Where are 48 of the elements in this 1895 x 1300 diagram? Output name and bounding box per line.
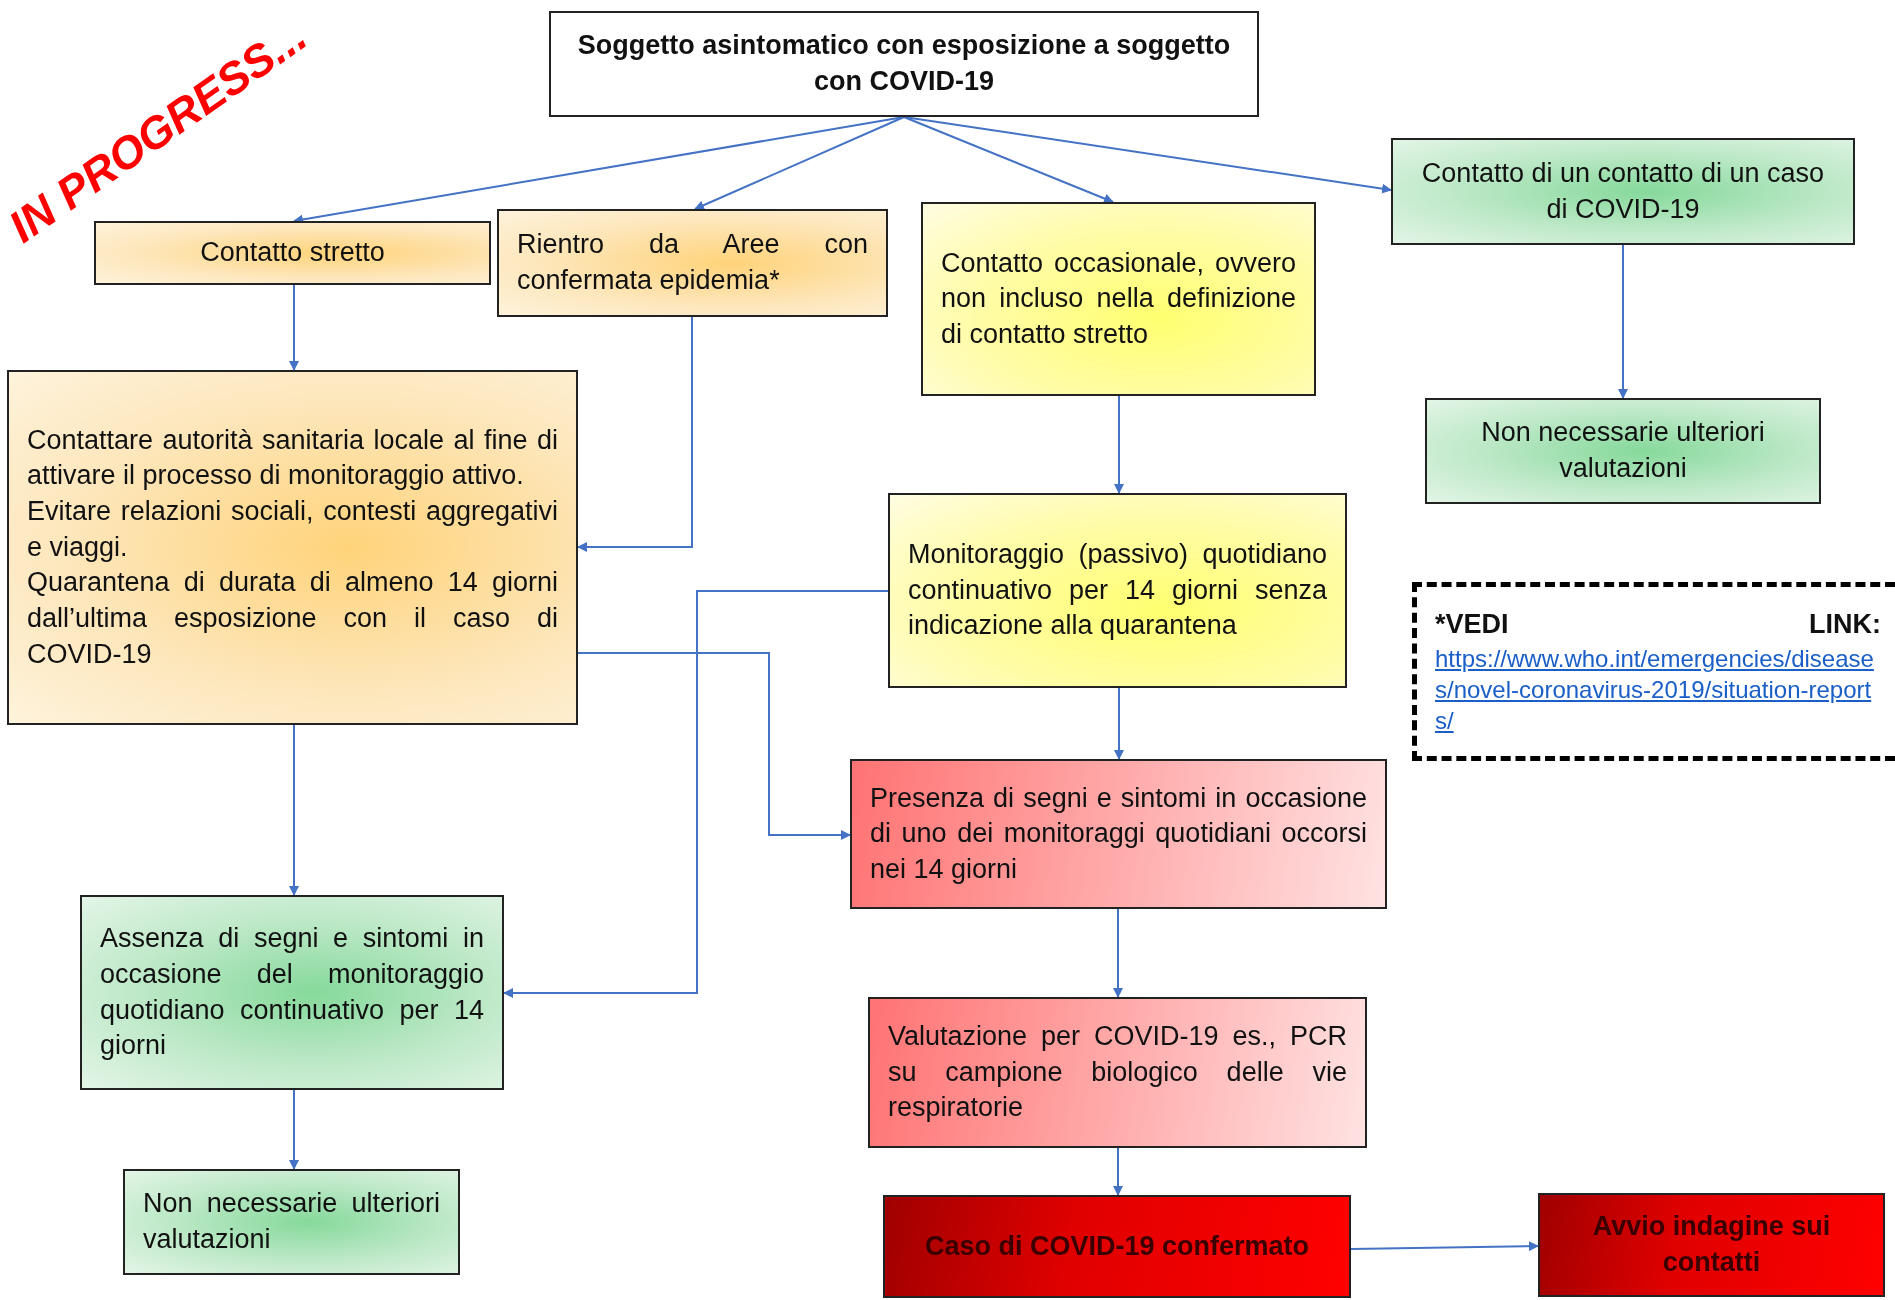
- arrow: [577, 316, 693, 552]
- box-text: Contatto stretto: [199, 236, 386, 270]
- arrow: [1113, 908, 1123, 998]
- box-text: Rientro da Aree con confermata epidemia*: [517, 228, 868, 297]
- box-text: Contattare autorità sanitaria locale al fine di attivare il processo di monitoraggio attivo.: [27, 423, 558, 493]
- box-text: Presenza di segni e sintomi in occasione di uno dei monitoraggi quotidiani occorsi nei 14 giorni: [870, 781, 1367, 886]
- arrow: [1113, 1147, 1123, 1196]
- box-text: Assenza di segni e sintomi in occasione del monitoraggio quotidiano continuativo per 14 giorni: [100, 922, 484, 1063]
- box-text: Non necessarie ulteriori valutazioni: [1480, 416, 1766, 485]
- arrow: [289, 284, 299, 371]
- url-link: https://www.who.int/emergencies/diseases/novel-coronavirus-2019/situation-reports/: [1435, 643, 1875, 736]
- box-text: Evitare relazioni sociali, contesti aggregativi e viaggi.: [27, 495, 558, 564]
- arrow: [903, 116, 1114, 204]
- outcome-box: [1391, 138, 1855, 245]
- box-text: Non necessarie ulteriori valutazioni: [143, 1187, 440, 1256]
- note-box: [1412, 582, 1895, 761]
- arrow: [289, 724, 299, 896]
- process-box: [7, 370, 578, 725]
- box-text: Quarantena di durata di almeno 14 giorni dall’ultima esposizione con il caso di COVID-19: [27, 566, 558, 671]
- arrow: [903, 116, 1392, 194]
- arrow: [1114, 395, 1124, 494]
- result-box: [1538, 1193, 1885, 1297]
- process-box: [850, 759, 1387, 909]
- box-text: Contatto occasionale, ovvero non incluso nella definizione di contatto stretto: [941, 246, 1296, 351]
- outcome-box: [123, 1169, 460, 1275]
- result-box: [883, 1195, 1351, 1298]
- arrow: [1618, 244, 1628, 399]
- outcome-box: [1425, 398, 1821, 504]
- process-box: [868, 997, 1367, 1148]
- note-heading: *VEDI LINK:: [1435, 607, 1881, 641]
- process-box: [497, 209, 888, 317]
- process-box: [94, 221, 491, 285]
- box-text: Soggetto asintomatico con esposizione a soggetto con COVID-19: [576, 29, 1232, 98]
- box-text: Monitoraggio (passivo) quotidiano continuativo per 14 giorni senza indicazione alla quarantena: [908, 538, 1327, 643]
- arrow: [577, 652, 851, 840]
- arrow: [1114, 687, 1124, 760]
- arrow: [289, 1089, 299, 1170]
- arrow: [503, 590, 889, 998]
- process-box: [888, 493, 1347, 688]
- process-box: [549, 11, 1259, 117]
- arrow: [694, 116, 905, 210]
- box-text: Contatto di un contatto di un caso di COVID-19: [1420, 156, 1826, 226]
- box-text: Valutazione per COVID-19 es., PCR su campione biologico delle vie respiratorie: [888, 1020, 1347, 1125]
- box-text: Caso di COVID-19 confermato: [923, 1229, 1311, 1263]
- arrow: [1350, 1241, 1539, 1252]
- outcome-box: [80, 895, 504, 1090]
- process-box: [921, 202, 1316, 396]
- box-text: Avvio indagine sui contatti: [1591, 1210, 1832, 1279]
